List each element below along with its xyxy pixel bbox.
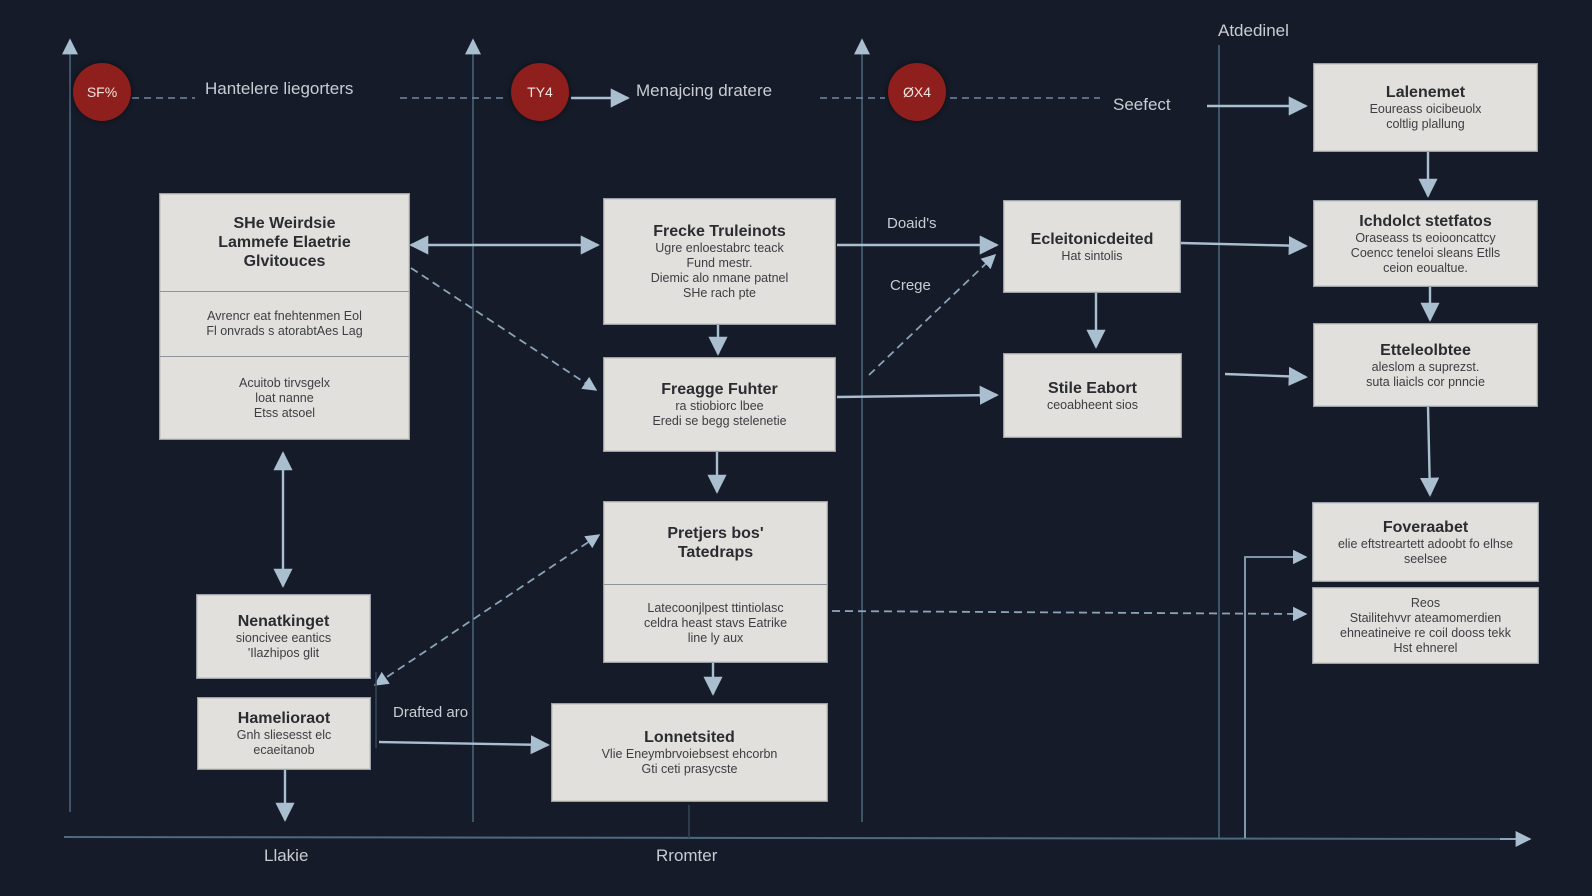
node-website-detail-2: Acuitob tirvsgelx loat nanne Etss atsoel [238, 375, 330, 420]
node-website-detail-1: Avrencr eat fnehtenmen Eol Fl onvrads s … [206, 309, 363, 338]
arrow-freagge-stile [836, 385, 999, 405]
node-lonnetsited[interactable]: Lonnetsited Vlie Eneymbrvoiebsest ehcorb… [551, 703, 828, 802]
node-freagge-body: ra stiobiorc lbee Eredi se begg stelenet… [652, 399, 787, 428]
node-lalenemet[interactable]: Lalenemet Eoureass oicibeuolx coltlig pl… [1313, 63, 1538, 152]
node-edcheoniated[interactable]: Ecleitonicdeited Hat sintolis [1003, 200, 1181, 293]
arrow-edcheoniated-ichelot [1180, 235, 1308, 256]
node-stile-body: ceoabheent sios [1046, 397, 1139, 412]
node-edcheoniated-body: Hat sintolis [1061, 248, 1123, 263]
edge-label-crege: Crege [890, 277, 931, 294]
node-foveraabet[interactable]: Foveraabet elie eftstreartett adoobt fo … [1312, 502, 1539, 582]
edge-label-drafted: Drafted aro [393, 704, 469, 721]
arrow-hamelioroat-lonnetsited [378, 735, 550, 755]
node-nativinget-title: Nenatkinget [237, 613, 330, 630]
lane-label-4: Atdedinel [1218, 21, 1289, 40]
node-foveraabet-title: Foveraabet [1382, 518, 1469, 536]
time-axis [63, 836, 1531, 840]
node-pretjers-body: Latecoonjlpest ttintiolasc celdra heast … [643, 601, 788, 645]
arrow-eitelet-foveraabet [1420, 405, 1440, 497]
node-lalenemet-body: Eoureass oicibeuolx coltlig plallung [1369, 102, 1482, 131]
lane-label-1: Hantelere liegorters [205, 79, 354, 98]
node-frecze[interactable]: Frecke Truleinots Ugre enloestabrc teack… [603, 198, 836, 325]
edge-label-doards: Doaid's [887, 215, 937, 232]
node-nativinget[interactable]: Nenatkinget sioncivee eantics 'Ilazhipos… [196, 594, 371, 679]
node-ichelot-body: Oraseass ts eoiooncattcy Coencc teneloi … [1350, 230, 1501, 275]
node-ichelot-title: Ichdolct stetfatos [1359, 212, 1492, 230]
node-frecze-body: Ugre enloestabrc teack Fund mestr. Diemi… [650, 241, 789, 300]
node-eitelet-body: aleslom a suprezst. suta liaicls cor pnn… [1366, 359, 1485, 389]
lane-label-3: Seefect [1113, 95, 1171, 114]
node-hamelioroat[interactable]: Hamelioraot Gnh sliesesst elc ecaeitanob [197, 697, 371, 770]
footer-label-left: Llakie [264, 846, 309, 865]
node-freagge-title: Freagge Fuhter [661, 381, 778, 398]
node-lonnetsited-title: Lonnetsited [644, 729, 735, 746]
node-reos-body: Reos Stailitehvvr ateamomerdien ehneatin… [1340, 595, 1511, 655]
node-reos[interactable]: Reos Stailitehvvr ateamomerdien ehneatin… [1312, 587, 1539, 664]
node-hamelioroat-body: Gnh sliesesst elc ecaeitanob [236, 728, 332, 757]
node-foveraabet-body: elie eftstreartett adoobt fo elhse seels… [1337, 536, 1514, 566]
dashed-pretjers-reos [831, 606, 1308, 622]
node-pretjers-title: Pretjers bos' Tatedraps [667, 525, 764, 561]
dashed-crege-edcheoniated [868, 254, 997, 376]
dashed-website-freagge [410, 267, 598, 391]
step-badge-2: TY4 [511, 63, 569, 121]
node-stile[interactable]: Stile Eabort ceoabheent sios [1003, 353, 1182, 438]
node-lonnetsited-body: Vlie Eneymbrvoiebsest ehcorbn Gti ceti p… [601, 747, 778, 776]
node-eitelet-title: Etteleolbtee [1380, 341, 1471, 359]
lane-label-2: Menajcing dratere [636, 81, 773, 100]
node-freagge[interactable]: Freagge Fuhter ra stiobiorc lbee Eredi s… [603, 357, 836, 452]
node-edcheoniated-title: Ecleitonicdeited [1030, 230, 1154, 248]
node-nativinget-body: sioncivee eantics 'Ilazhipos glit [235, 631, 332, 660]
node-website[interactable]: SHe Weirdsie Lammefe Elaetrie Glvitouces… [159, 193, 410, 440]
node-pretjers[interactable]: Pretjers bos' Tatedraps Latecoonjlpest t… [603, 501, 828, 663]
node-hamelioroat-title: Hamelioraot [237, 710, 331, 727]
arrow-axis-foveraabet [1244, 549, 1308, 838]
node-website-title: SHe Weirdsie Lammefe Elaetrie Glvitouces [218, 215, 351, 270]
arrow-into-eitelet [1224, 366, 1308, 386]
node-stile-title: Stile Eabort [1048, 379, 1137, 397]
dashed-pretjers-nativinget [373, 534, 601, 686]
node-eitelet[interactable]: Etteleolbtee aleslom a suprezst. suta li… [1313, 323, 1538, 407]
node-lalenemet-title: Lalenemet [1385, 84, 1466, 101]
node-frecze-title: Frecke Truleinots [653, 223, 786, 240]
step-badge-1: SF% [73, 63, 131, 121]
footer-label-mid: Rromter [656, 846, 718, 865]
node-ichelot[interactable]: Ichdolct stetfatos Oraseass ts eoiooncat… [1313, 200, 1538, 287]
step-badge-3: ØX4 [888, 63, 946, 121]
